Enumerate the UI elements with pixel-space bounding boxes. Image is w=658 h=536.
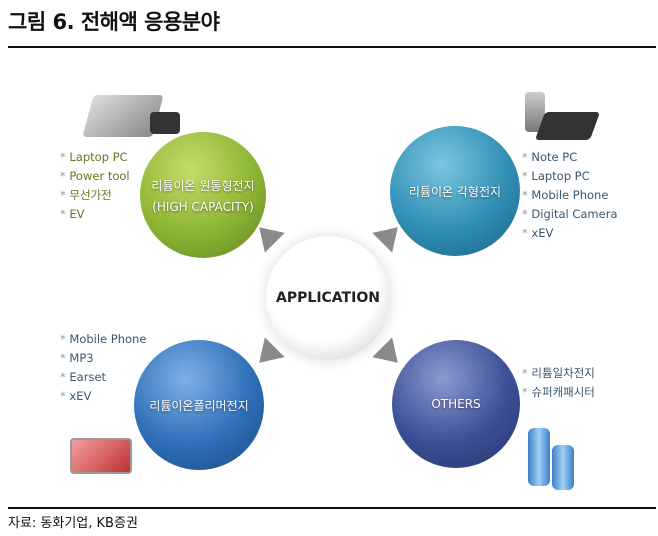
list-item: xEV [60,387,146,406]
figure-title: 그림 6. 전해액 응용분야 [8,10,220,34]
arrow-down-left-icon [249,337,285,373]
bottom-divider [8,507,656,509]
list-item: Laptop PC [60,148,130,167]
battery-image-2 [552,445,574,490]
list-item: xEV [522,224,618,243]
camcorder-image [150,112,180,134]
circle-label: 리튬이온 각형전지 [408,184,502,199]
source-note: 자료: 동화기업, KB증권 [8,516,138,531]
cylindrical-battery-circle: 리튬이온 원통형전지 (HIGH CAPACITY) [140,132,266,258]
list-item: Digital Camera [522,205,617,224]
list-item: 슈퍼캐패시터 [522,383,594,402]
circle-label: 리튬이온 원통형전지 [151,178,255,193]
cylindrical-uses-list: Laptop PC Power tool 무선가전 EV [60,148,130,224]
others-uses-list: 리튬일차전지 슈퍼캐패시터 [522,364,594,402]
top-divider [8,46,656,48]
others-circle: OTHERS [392,340,520,468]
circle-label: 리튬이온폴리머전지 [149,398,249,413]
list-item: EV [60,205,130,224]
circle-label: OTHERS [431,397,481,411]
list-item: Mobile Phone [60,330,146,349]
list-item: MP3 [60,349,146,368]
list-item: Note PC [522,148,618,167]
mp3-player-image [70,438,132,474]
list-item: Mobile Phone [522,186,618,205]
polymer-uses-list: Mobile Phone MP3 Earset xEV [60,330,146,406]
battery-image [528,428,550,486]
list-item: Laptop PC [522,167,618,186]
prismatic-battery-circle: 리튬이온 각형전지 [390,126,520,256]
circle-sublabel: (HIGH CAPACITY) [152,199,254,214]
list-item: 무선가전 [60,186,130,205]
polymer-battery-circle: 리튬이온폴리머전지 [134,340,264,470]
application-hub: APPLICATION [266,236,390,360]
list-item: 리튬일차전지 [522,364,594,383]
list-item: Power tool [60,167,129,186]
prismatic-uses-list: Note PC Laptop PC Mobile Phone Digital C… [522,148,618,243]
tablet-image [534,112,601,140]
list-item: Earset [60,368,146,387]
phone-tablet-image [525,92,545,132]
